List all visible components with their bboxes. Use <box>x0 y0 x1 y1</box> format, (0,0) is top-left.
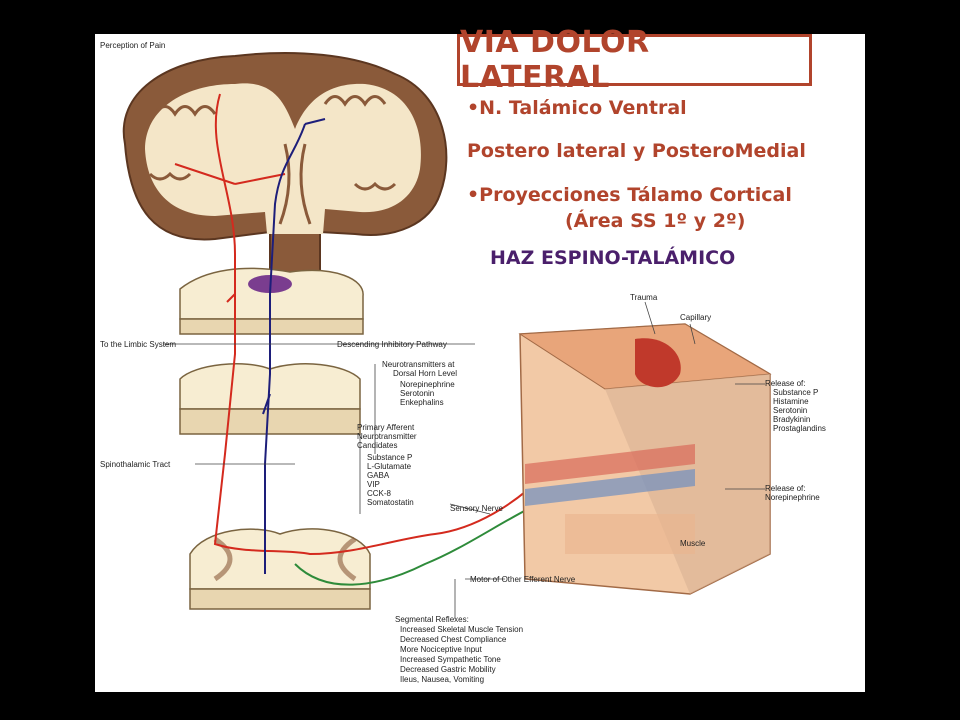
label-segmental-item: Increased Skeletal Muscle Tension <box>400 625 523 634</box>
descending-pathway <box>264 123 306 574</box>
label-limbic: To the Limbic System <box>100 340 176 349</box>
figure-panel: Perception of Pain To the Limbic System … <box>95 34 865 692</box>
label-release2: Release of: <box>765 484 805 493</box>
label-neuro-title: Neurotransmitters at <box>382 360 455 369</box>
label-trauma: Trauma <box>630 293 658 302</box>
label-segmental-item: Increased Sympathetic Tone <box>400 655 501 664</box>
label-segmental-item: Decreased Chest Compliance <box>400 635 507 644</box>
label-segmental-item: Decreased Gastric Mobility <box>400 665 496 674</box>
label-release2-item: Norepinephrine <box>765 493 820 502</box>
label-release1: Release of: <box>765 379 805 388</box>
label-release1-item: Prostaglandins <box>773 424 826 433</box>
label-capillary: Capillary <box>680 313 711 322</box>
label-neuro-item: Norepinephrine <box>400 380 455 389</box>
bullet-3-continuation: (Área SS 1º y 2º) <box>565 210 746 232</box>
label-muscle: Muscle <box>680 539 706 548</box>
title-box: VIA DOLOR LATERAL <box>457 25 812 95</box>
label-release1-item: Serotonin <box>773 406 807 415</box>
label-primary-title: Primary Afferent <box>357 423 415 432</box>
label-spinothalamic: Spinothalamic Tract <box>100 460 171 469</box>
slide-title: VIA DOLOR LATERAL <box>460 25 650 95</box>
label-segmental-item: Ileus, Nausea, Vomiting <box>400 675 484 684</box>
bullet-2: Postero lateral y PosteroMedial <box>467 140 806 162</box>
label-primary-item: CCK-8 <box>367 489 392 498</box>
label-segmental-item: More Nociceptive Input <box>400 645 483 654</box>
bullet-3: •Proyecciones Tálamo Cortical <box>467 184 792 206</box>
label-perception: Perception of Pain <box>100 41 165 50</box>
label-motor: Motor of Other Efferent Nerve <box>470 575 576 584</box>
brain-section <box>122 52 448 275</box>
leader-lines <box>163 301 765 619</box>
label-sensory: Sensory Nerve <box>450 504 503 513</box>
label-primary-title2: Neurotransmitter <box>357 432 417 441</box>
spinal-cord-section <box>189 528 371 610</box>
label-primary-item: Somatostatin <box>367 498 414 507</box>
label-release1-item: Histamine <box>773 397 809 406</box>
label-neuro-item: Serotonin <box>400 389 434 398</box>
label-primary-item: VIP <box>367 480 380 489</box>
label-primary-title3: Candidates <box>357 441 397 450</box>
label-primary-item: Substance P <box>367 453 412 462</box>
subtitle: HAZ ESPINO-TALÁMICO <box>490 247 736 269</box>
label-release1-item: Bradykinin <box>773 415 810 424</box>
label-neuro-title2: Dorsal Horn Level <box>393 369 457 378</box>
pain-pathway-figure: Perception of Pain To the Limbic System … <box>100 41 826 684</box>
tissue-block <box>518 323 772 595</box>
label-segmental-title: Segmental Reflexes: <box>395 615 469 624</box>
label-primary-item: GABA <box>367 471 390 480</box>
label-release1-item: Substance P <box>773 388 818 397</box>
label-descending: Descending Inhibitory Pathway <box>337 340 447 349</box>
label-primary-item: L-Glutamate <box>367 462 412 471</box>
bullet-1: •N. Talámico Ventral <box>467 97 687 119</box>
label-neuro-item: Enkephalins <box>400 398 444 407</box>
